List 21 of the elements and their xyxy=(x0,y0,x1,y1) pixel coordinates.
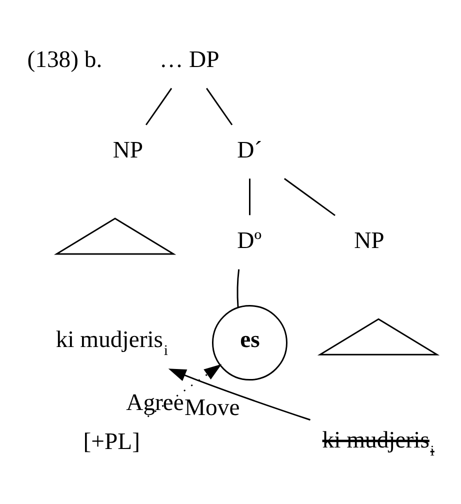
node-triangle xyxy=(54,217,176,254)
edge-label: Agree xyxy=(126,389,184,416)
node-text: … DP xyxy=(159,46,220,73)
node-text: Dº xyxy=(237,227,262,254)
node-text: D´ xyxy=(237,136,262,163)
node-text: [+PL] xyxy=(83,428,140,455)
node-triangle xyxy=(317,318,440,355)
connector xyxy=(249,178,250,215)
node-text: ki mudjeris$_{i}$ xyxy=(322,427,434,460)
label: (138) b. xyxy=(27,46,102,73)
node-circle: es xyxy=(212,304,288,380)
edge-label: Move xyxy=(184,394,240,420)
arrow xyxy=(168,368,310,420)
connector xyxy=(236,268,240,307)
node-text: NP xyxy=(112,136,144,163)
connector xyxy=(145,87,172,125)
connector xyxy=(284,178,336,216)
connector xyxy=(206,87,233,125)
node-text: ki mudjeris$_{i}$ xyxy=(56,326,168,358)
node-text: NP xyxy=(354,227,384,254)
arrow xyxy=(147,364,222,417)
